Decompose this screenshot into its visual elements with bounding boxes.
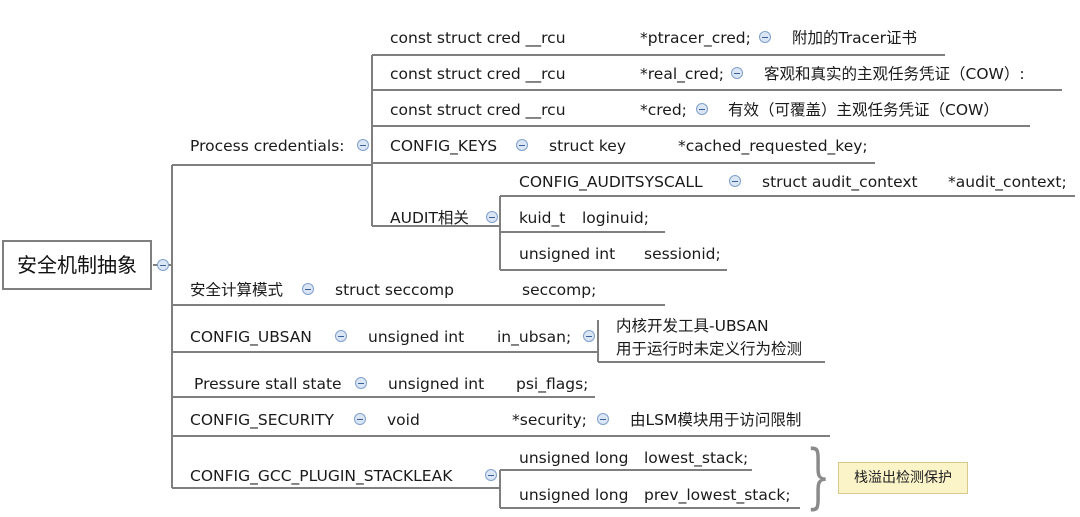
cred-note: 客观和真实的主观任务凭证（COW）: [764, 65, 1025, 83]
psi-topic[interactable]: Pressure stall state [194, 375, 342, 393]
security-type: void [387, 411, 420, 429]
psi-member: psi_flags; [516, 375, 589, 393]
ubsan-note-line2: 用于运行时未定义行为检测 [616, 340, 803, 358]
stackleak-topic[interactable]: CONFIG_GCC_PLUGIN_STACKLEAK [190, 467, 453, 485]
ubsan-note-line1: 内核开发工具-UBSAN [616, 317, 769, 335]
collapse-icon[interactable] [355, 377, 367, 389]
audit-member: sessionid; [644, 245, 721, 263]
audit-member: *audit_context; [948, 173, 1067, 191]
process-credentials-topic[interactable]: Process credentials: [190, 137, 345, 155]
collapse-icon[interactable] [302, 283, 314, 295]
curly-brace-icon: } [806, 435, 831, 517]
keys-type: struct key [549, 137, 627, 155]
cred-note: 有效（可覆盖）主观任务凭证（COW） [728, 101, 999, 119]
security-note: 由LSM模块用于访问限制 [630, 411, 802, 429]
collapse-icon[interactable] [335, 330, 347, 342]
collapse-icon[interactable] [583, 330, 595, 342]
collapse-icon[interactable] [516, 139, 528, 151]
seccomp-topic[interactable]: 安全计算模式 [190, 281, 284, 299]
collapse-icon[interactable] [354, 413, 366, 425]
cred-note: 附加的Tracer证书 [792, 29, 917, 47]
stackleak-type: unsigned long [519, 449, 629, 467]
collapse-icon[interactable] [157, 259, 169, 271]
ubsan-topic[interactable]: CONFIG_UBSAN [190, 328, 312, 346]
stackleak-callout[interactable]: 栈溢出检测保护 [838, 462, 968, 494]
stackleak-member: lowest_stack; [644, 449, 749, 467]
seccomp-member: seccomp; [522, 281, 597, 299]
audit-decl: CONFIG_AUDITSYSCALL [519, 173, 703, 191]
ubsan-member: in_ubsan; [497, 328, 572, 346]
cred-decl: const struct cred __rcu [390, 101, 566, 119]
config-keys: CONFIG_KEYS [390, 137, 498, 155]
root-topic[interactable]: 安全机制抽象 [2, 240, 152, 290]
audit-topic[interactable]: AUDIT相关 [390, 209, 469, 227]
collapse-icon[interactable] [729, 175, 741, 187]
audit-decl: kuid_t [519, 209, 566, 227]
cred-member: *real_cred; [640, 65, 725, 83]
security-member: *security; [512, 411, 587, 429]
security-topic[interactable]: CONFIG_SECURITY [190, 411, 334, 429]
collapse-icon[interactable] [597, 413, 609, 425]
collapse-icon[interactable] [731, 67, 743, 79]
cred-member: *cred; [640, 101, 687, 119]
ubsan-type: unsigned int [368, 328, 465, 346]
cred-decl: const struct cred __rcu [390, 65, 566, 83]
seccomp-type: struct seccomp [335, 281, 454, 299]
audit-type: struct audit_context [762, 173, 918, 191]
audit-member: loginuid; [582, 209, 649, 227]
stackleak-type: unsigned long [519, 486, 629, 504]
collapse-icon[interactable] [485, 469, 497, 481]
psi-type: unsigned int [388, 375, 485, 393]
collapse-icon[interactable] [357, 139, 369, 151]
keys-member: *cached_requested_key; [678, 137, 868, 155]
collapse-icon[interactable] [486, 211, 498, 223]
cred-decl: const struct cred __rcu [390, 29, 566, 47]
cred-member: *ptracer_cred; [640, 29, 751, 47]
audit-decl: unsigned int [519, 245, 616, 263]
stackleak-member: prev_lowest_stack; [644, 486, 791, 504]
collapse-icon[interactable] [696, 103, 708, 115]
collapse-icon[interactable] [759, 31, 771, 43]
